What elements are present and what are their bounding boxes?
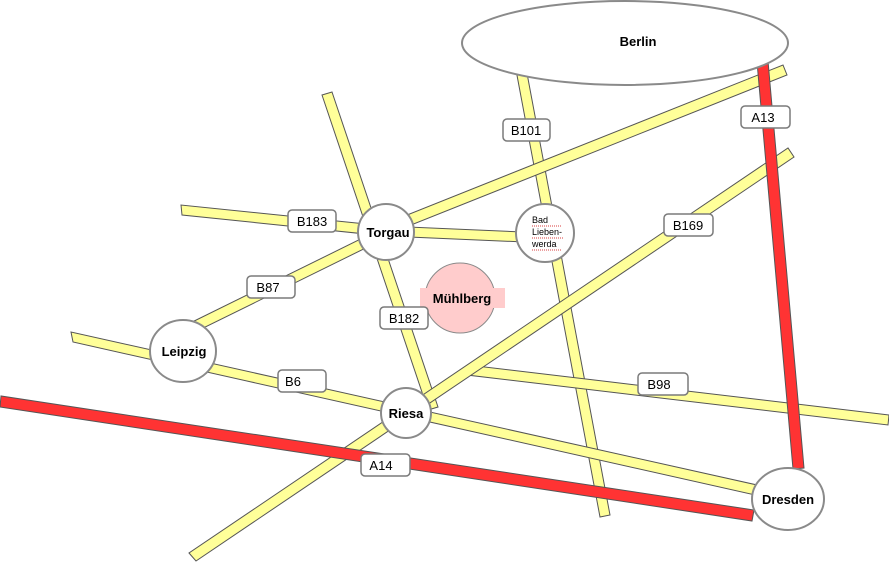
city-muehlberg[interactable]: Mühlberg [420,262,505,334]
road-label-b98[interactable]: B98 [637,372,689,396]
svg-text:B183: B183 [297,214,327,229]
city-berlin[interactable]: Berlin [461,0,789,86]
road-torgau-northeast [381,64,788,236]
city-torgau[interactable]: Torgau [357,203,415,261]
svg-text:B6: B6 [285,374,301,389]
city-riesa[interactable]: Riesa [380,387,432,439]
city-label-bad-liebenwerda-line3: werda [531,239,557,249]
road-label-b101[interactable]: B101 [502,118,551,142]
city-label-torgau: Torgau [366,225,409,240]
svg-text:A14: A14 [369,458,392,473]
svg-text:A13: A13 [751,110,774,125]
road-label-b182[interactable]: B182 [379,306,429,330]
city-label-dresden: Dresden [762,492,814,507]
city-label-bad-liebenwerda-line1: Bad [532,215,548,225]
road-b183-segment-west [180,204,387,237]
road-b169-segment [188,147,795,562]
city-label-bad-liebenwerda-line2: Lieben- [532,227,562,237]
road-label-b6[interactable]: B6 [277,369,327,393]
svg-text:B169: B169 [673,218,703,233]
city-label-riesa: Riesa [389,406,424,421]
city-label-leipzig: Leipzig [162,344,207,359]
svg-text:B101: B101 [511,123,541,138]
road-label-b87[interactable]: B87 [246,275,296,299]
road-label-b169[interactable]: B169 [663,213,714,237]
svg-text:B87: B87 [256,280,279,295]
motorways [0,60,805,522]
city-leipzig[interactable]: Leipzig [149,319,217,383]
road-label-a14[interactable]: A14 [360,453,411,477]
cities: Berlin Torgau Bad Lieben- werda Mühlberg… [149,0,825,531]
city-dresden[interactable]: Dresden [751,467,825,531]
city-label-muehlberg: Mühlberg [433,291,492,306]
svg-text:B182: B182 [389,311,419,326]
city-bad-liebenwerda[interactable]: Bad Lieben- werda [515,203,575,263]
road-label-b183[interactable]: B183 [287,209,337,233]
road-label-a13[interactable]: A13 [740,105,791,129]
svg-text:B98: B98 [647,377,670,392]
city-label-berlin: Berlin [620,34,657,49]
road-labels: B101 A13 B183 B169 B87 B182 B6 B98 [246,105,791,477]
